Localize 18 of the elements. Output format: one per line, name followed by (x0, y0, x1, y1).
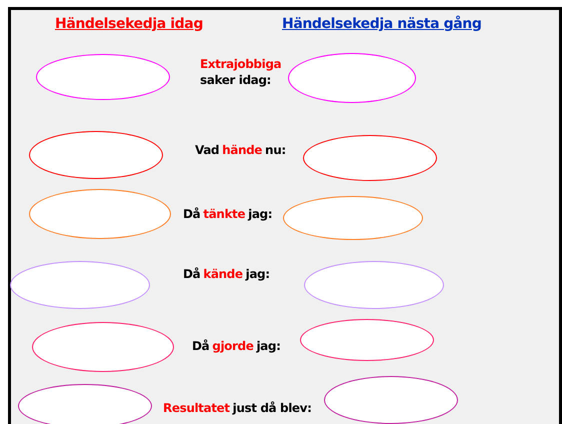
prompt-text: Extrajobbiga (200, 57, 282, 71)
prompt-text: hände (222, 143, 262, 157)
prompt-text: Resultatet (163, 401, 230, 415)
prompt-text: tänkte (203, 207, 246, 221)
prompt-text: Då (183, 207, 200, 221)
prompt-text: jag: (248, 207, 272, 221)
prompt-text: Då (183, 267, 200, 281)
prompt-text: Vad (195, 143, 220, 157)
prompt-text: just då blev: (232, 401, 312, 415)
column-heading: Händelsekedja nästa gång (282, 16, 482, 32)
prompt-text: nu: (265, 143, 286, 157)
prompt-text: saker idag: (200, 73, 271, 87)
prompt-text: jag: (246, 267, 270, 281)
prompt-text: jag: (256, 339, 280, 353)
prompt-text: Då (192, 339, 210, 353)
column-heading: Händelsekedja idag (55, 16, 203, 32)
prompt-text: kände (203, 267, 243, 281)
prompt-text: gjorde (212, 339, 254, 353)
